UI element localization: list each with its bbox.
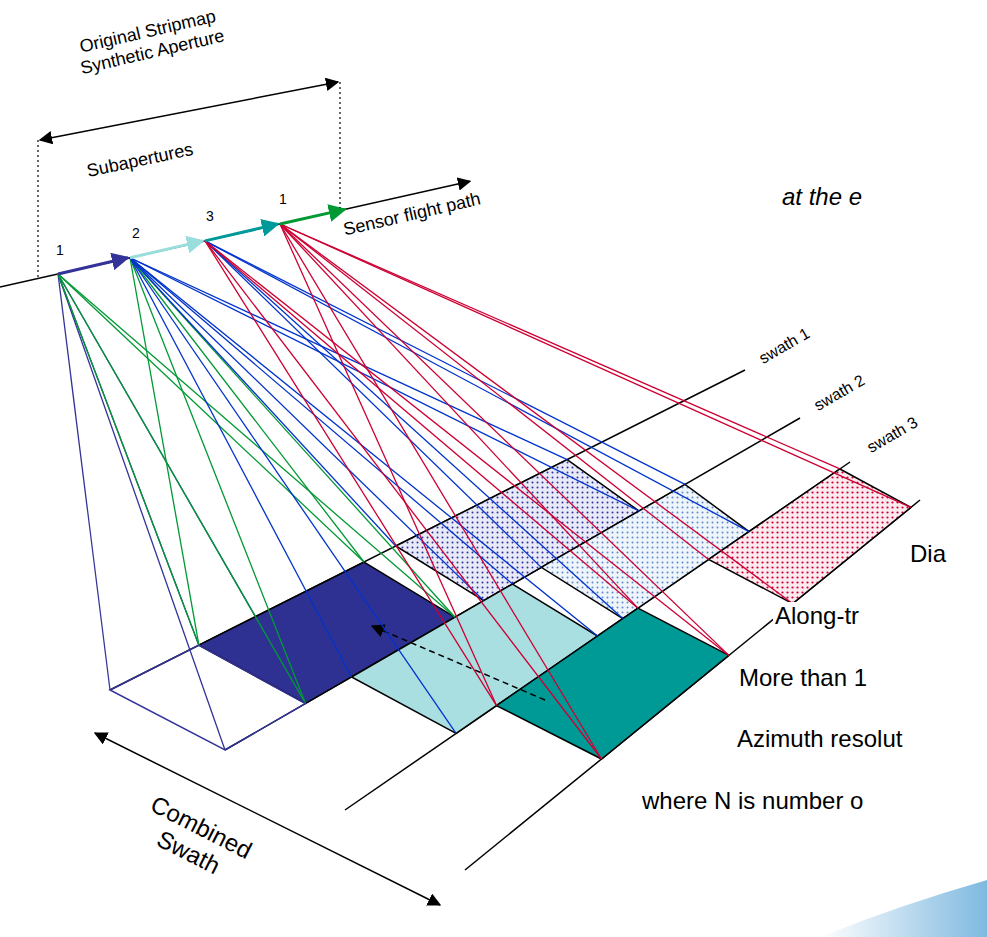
beam-ray [280, 224, 840, 469]
callout-number: 1 [56, 242, 64, 258]
beam-ray [130, 258, 396, 546]
beam-ray [280, 224, 602, 759]
beam-ray [130, 258, 484, 601]
annotation-text: Along-tr [773, 602, 861, 630]
annotation-text: More than 1 [737, 664, 869, 692]
beam-ray [280, 224, 793, 604]
combined-swath-dimension [95, 733, 440, 905]
swath-footprint [497, 608, 729, 759]
rotated-label: Original Stripmap Synthetic Aperture [58, 2, 243, 83]
beam-ray [130, 258, 513, 584]
subaperture-segment [58, 258, 128, 274]
beam-ray [58, 274, 199, 645]
annotation-text: Dia [908, 540, 948, 568]
beam-ray [280, 224, 729, 655]
subaperture-segment [205, 224, 278, 241]
beam-ray [205, 241, 497, 706]
beam-ray [58, 274, 306, 704]
swath-footprint [110, 645, 306, 750]
beam-ray [58, 274, 455, 617]
dimension-extension [37, 140, 38, 280]
beam-ray [130, 258, 455, 617]
rotated-label: Sensor flight path [341, 188, 482, 240]
rotated-label: Combined Swath [125, 786, 266, 894]
swath-footprint [709, 469, 911, 604]
subaperture-segment [280, 209, 345, 224]
beam-ray [130, 258, 352, 677]
corner-swoosh [820, 880, 987, 937]
beam-ray [205, 241, 623, 619]
beam-ray [130, 258, 306, 704]
rotated-label: swath 1 [757, 324, 814, 367]
beam-ray [58, 274, 110, 690]
dimension-extension [339, 82, 340, 208]
callout-number: 2 [132, 225, 140, 241]
beam-ray [205, 241, 541, 568]
beam-ray [58, 274, 306, 704]
beam-ray [280, 224, 638, 608]
beam-ray [205, 241, 685, 485]
annotation-text: where N is number o [640, 787, 865, 815]
beam-ray [280, 224, 497, 706]
rotated-label: swath 2 [812, 371, 869, 414]
rotated-label: Subapertures [85, 139, 195, 182]
beam-ray [205, 241, 729, 656]
beam-ray [280, 224, 911, 507]
callout-number: 3 [206, 208, 214, 224]
displacement-arrow [372, 626, 545, 700]
annotation-text: Azimuth resolut [735, 725, 904, 753]
beam-ray [130, 258, 639, 511]
beam-ray [205, 241, 749, 532]
beam-ray [205, 241, 638, 608]
beam-ray [58, 274, 199, 645]
beam-ray [130, 258, 456, 734]
rotated-label: swath 3 [865, 413, 922, 456]
callout-number: 1 [279, 191, 287, 207]
subaperture-segment [130, 241, 203, 258]
beam-ray [130, 258, 199, 645]
beam-ray [280, 224, 709, 559]
flight-path [0, 181, 470, 287]
annotation-text: at the e [782, 183, 862, 211]
aperture-dimension [40, 82, 338, 140]
